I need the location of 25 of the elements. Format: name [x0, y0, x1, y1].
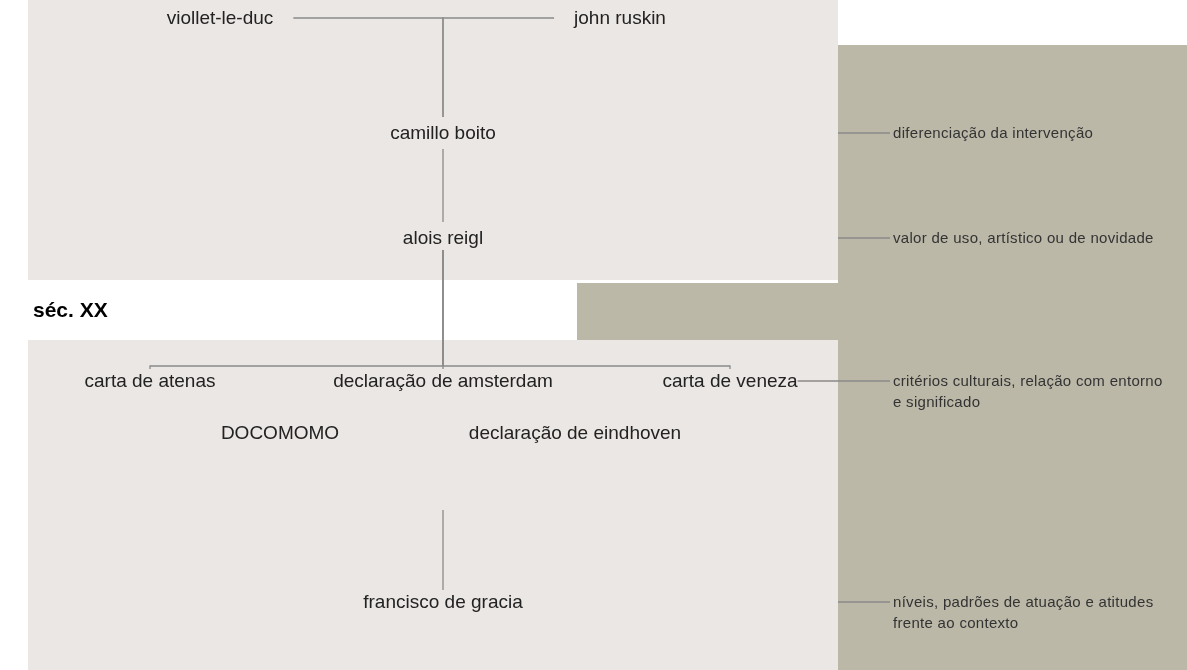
node-label: viollet-le-duc [166, 6, 274, 30]
background-band [28, 340, 838, 670]
node-label: john ruskin [574, 6, 666, 30]
note-text: diferenciação da intervenção [893, 122, 1163, 143]
leader-line [837, 601, 891, 603]
background-band [28, 0, 838, 280]
node-label: camillo boito [390, 121, 496, 145]
section-heading: séc. XX [33, 298, 108, 322]
connector-line [442, 249, 731, 370]
leader-line [837, 237, 891, 239]
node-label: alois reigl [402, 226, 484, 250]
connector-line [442, 148, 444, 223]
note-text: critérios culturais, relação com entorno e significado [893, 370, 1163, 412]
node-label: DOCOMOMO [220, 421, 340, 445]
node-label: carta de atenas [84, 369, 216, 393]
connector-line [442, 17, 555, 118]
leader-line [837, 132, 891, 134]
connector-line [442, 509, 444, 591]
node-label: declaração de amsterdam [333, 369, 553, 393]
leader-line [796, 380, 891, 382]
note-text: níveis, padrões de atuação e atitudes frente ao contexto [893, 591, 1163, 633]
node-label: carta de veneza [662, 369, 798, 393]
node-label: francisco de gracia [363, 590, 523, 614]
note-text: valor de uso, artístico ou de novidade [893, 227, 1163, 248]
node-label: declaração de eindhoven [468, 421, 682, 445]
